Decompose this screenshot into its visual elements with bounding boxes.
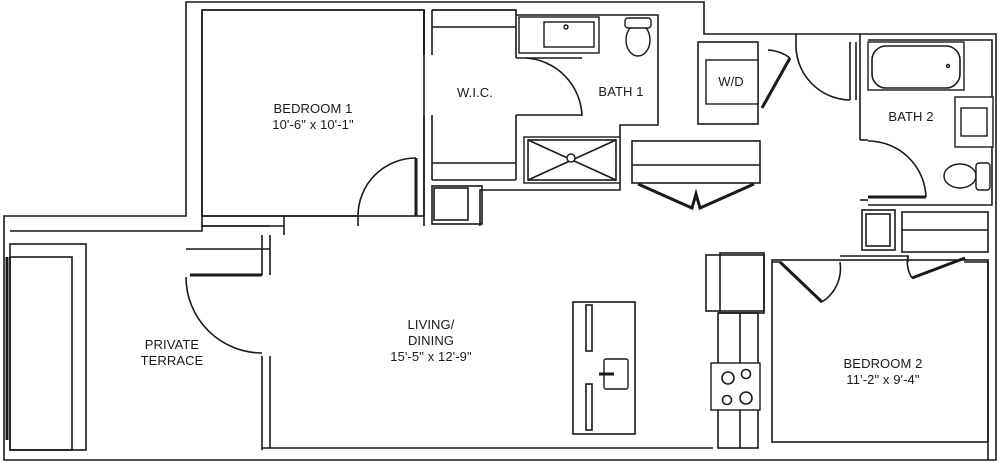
terrace-planter-outer xyxy=(9,243,87,451)
room-dimensions: 10'-6" x 10'-1" xyxy=(272,117,354,132)
room-dimensions: 11'-2" x 9'-4" xyxy=(846,372,920,387)
bedroom-2-walls xyxy=(771,259,989,443)
room-name: BATH 2 xyxy=(888,109,934,124)
room-label-wic: W.I.C. xyxy=(457,85,493,101)
room-label-wd: W/D xyxy=(718,74,744,90)
room-name: BATH 1 xyxy=(598,84,644,99)
room-label-bedroom-1: BEDROOM 1 10'-6" x 10'-1" xyxy=(272,101,353,133)
room-label-living-dining: LIVING/ DINING 15'-5" x 12'-9" xyxy=(390,317,471,365)
room-dimensions: 15'-5" x 12'-9" xyxy=(390,349,472,364)
room-name: W/D xyxy=(718,74,744,89)
fridge xyxy=(705,254,765,312)
room-name-line1: PRIVATE xyxy=(144,337,200,352)
room-label-bath-2: BATH 2 xyxy=(888,109,933,125)
room-name-line2: TERRACE xyxy=(140,353,204,368)
bath-2-toilet xyxy=(943,163,977,189)
room-label-bedroom-2: BEDROOM 2 11'-2" x 9'-4" xyxy=(844,356,923,388)
bath-2-sink xyxy=(960,107,988,137)
cooktop xyxy=(710,362,761,411)
bath-1-toilet xyxy=(625,23,651,57)
terrace-planter-inner xyxy=(9,256,73,451)
room-name: W.I.C. xyxy=(457,85,493,100)
room-label-private-terrace: PRIVATE TERRACE xyxy=(141,337,204,369)
inner-wall xyxy=(201,9,517,227)
outer-wall xyxy=(3,1,997,461)
room-name-line2: DINING xyxy=(407,333,455,348)
room-name: BEDROOM 2 xyxy=(843,356,923,371)
room-label-bath-1: BATH 1 xyxy=(598,84,643,100)
room-name-line1: LIVING/ xyxy=(407,317,455,332)
bath-2-bathtub xyxy=(871,45,961,89)
washer-dryer xyxy=(705,59,759,105)
bath-1-sink xyxy=(543,21,595,48)
room-name: BEDROOM 1 xyxy=(273,101,353,116)
kitchen-island xyxy=(572,301,636,435)
